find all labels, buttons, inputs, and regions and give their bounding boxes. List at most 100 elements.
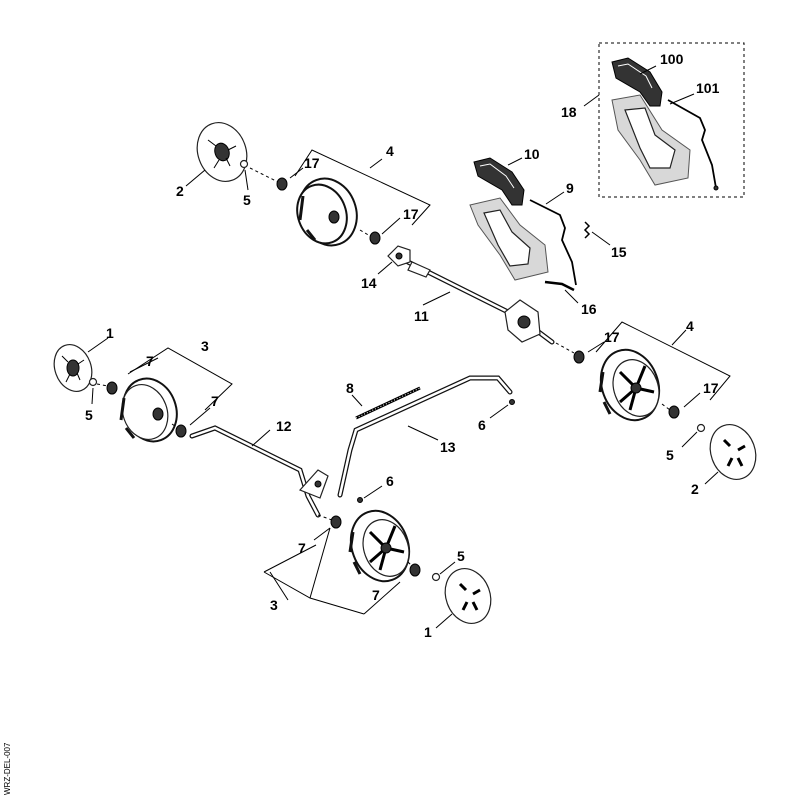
leader-16 <box>564 289 579 304</box>
lever-10-highlight <box>479 163 515 189</box>
bushing-part-7-left-a <box>106 381 118 395</box>
callout-7-bottom-a: 7 <box>298 540 306 556</box>
leader-7-left-a <box>129 357 159 373</box>
axle-bracket-hub <box>517 315 531 329</box>
leader-11 <box>422 291 451 306</box>
leader-17-right-b <box>683 392 701 408</box>
leader-6-rear <box>489 404 509 419</box>
callout-1-left: 1 <box>106 325 114 341</box>
axis-right-b <box>661 403 671 411</box>
wheel-4-right-hub <box>630 382 642 394</box>
wheel-3-bottom-hub <box>380 542 392 554</box>
leader-5-bottom <box>439 561 456 575</box>
bracket-3-bottom-c <box>309 527 331 599</box>
callout-4-top: 4 <box>386 143 394 159</box>
rod-end <box>713 185 719 191</box>
rod-part-9 <box>529 199 577 286</box>
bracket-3-bottom-top <box>263 544 317 573</box>
axle-end-tab <box>407 261 431 278</box>
axis-top-left-b <box>359 229 371 237</box>
leader-9 <box>545 191 565 205</box>
leader-4-top <box>369 158 383 169</box>
bushing-part-17-top-b <box>369 231 381 245</box>
leader-100 <box>639 65 657 75</box>
hubcap-part-2-right <box>709 424 757 480</box>
pin-part-6-rear <box>509 399 515 405</box>
callout-3-left: 3 <box>201 338 209 354</box>
callout-16: 16 <box>581 301 597 317</box>
leader-17-top-b <box>381 217 401 235</box>
leader-3-bottom <box>269 571 289 601</box>
callout-17-top-a: 17 <box>304 155 320 171</box>
axle-12-bracket-hole <box>314 480 322 488</box>
hubcap-1-left-center <box>66 359 80 377</box>
bracket-4-top <box>294 149 431 226</box>
wheel-3-left-tread <box>119 397 136 439</box>
callout-100: 100 <box>660 51 684 67</box>
front-axle-assembly <box>189 425 329 518</box>
leader-8 <box>351 394 363 407</box>
wheel-3-bottom-tread <box>348 531 362 575</box>
rod-part-101 <box>667 99 717 189</box>
pin-part-6-front <box>357 497 363 503</box>
leader-14 <box>377 261 393 275</box>
wheel-group-right <box>555 321 757 485</box>
rear-axle-assembly <box>377 245 555 345</box>
linkage-assembly <box>337 375 515 503</box>
axis-bottom-a <box>317 514 333 521</box>
leader-6-front <box>363 485 383 499</box>
callout-12: 12 <box>276 418 292 434</box>
leader-5-top <box>244 169 249 191</box>
wheel-3-left-hub <box>152 407 164 421</box>
bushing-part-7-bottom-a <box>330 515 342 529</box>
leader-17-top-a <box>289 167 304 179</box>
lever-highlight <box>617 63 653 89</box>
adjuster-bracket-inner <box>483 209 531 267</box>
nut-part-5-top <box>239 159 249 169</box>
bushing-part-7-bottom-b <box>409 563 421 577</box>
wheel-4-right-tread <box>598 371 612 415</box>
callout-4-right: 4 <box>686 318 694 334</box>
leader-5-right <box>681 431 698 448</box>
leader-17-right-a <box>587 341 605 353</box>
nut-part-5-right <box>696 423 706 433</box>
pin-part-16 <box>544 280 575 292</box>
adjuster-body-inner <box>624 107 676 169</box>
inset-frame <box>598 42 745 198</box>
leader-1-left <box>87 337 109 353</box>
leader-4-right <box>671 329 687 346</box>
bracket-4-right <box>595 321 731 401</box>
leader-13 <box>407 425 439 441</box>
callout-3-bottom: 3 <box>270 597 278 613</box>
callout-14: 14 <box>361 275 377 291</box>
wheel-4-top-tread <box>298 195 317 241</box>
callout-1-bottom: 1 <box>424 624 432 640</box>
callout-17-right-a: 17 <box>604 329 620 345</box>
wheel-3-left-rim <box>121 384 169 440</box>
leader-15 <box>591 231 611 246</box>
callout-2-top: 2 <box>176 183 184 199</box>
leader-10 <box>507 157 523 166</box>
axis-right-a <box>555 342 575 354</box>
leader-101 <box>669 93 695 105</box>
callout-17-right-b: 17 <box>703 380 719 396</box>
wheel-4-top-hub <box>328 210 340 224</box>
leader-7-bottom-a <box>313 527 331 541</box>
wheel-group-top-left <box>185 122 431 247</box>
wheel-4-right-spokes <box>618 365 655 411</box>
height-adjuster-inset <box>583 42 745 198</box>
hubcap-2-top-spokes <box>207 139 237 169</box>
bracket-3-bottom-b <box>363 581 401 615</box>
spring-part-15 <box>583 221 591 239</box>
callout-8: 8 <box>346 380 354 396</box>
callout-7-left-b: 7 <box>211 393 219 409</box>
callout-5-top: 5 <box>243 192 251 208</box>
axle-12-inner <box>190 426 320 517</box>
callout-13: 13 <box>440 439 456 455</box>
callout-17-top-b: 17 <box>403 206 419 222</box>
nut-part-5-bottom <box>431 572 441 582</box>
wheel-4-top-rim <box>296 183 348 245</box>
callout-7-left-a: 7 <box>146 353 154 369</box>
callout-5-left: 5 <box>85 407 93 423</box>
